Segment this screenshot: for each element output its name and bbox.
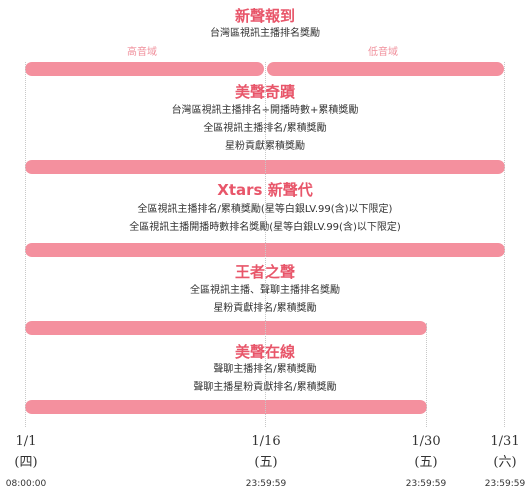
section-desc-line: 全區視訊主播開播時數排名獎勵(星等白銀LV.99(含)以下限定): [129, 222, 401, 233]
timeline-day: (四): [14, 455, 38, 470]
period-bar-low-range: [267, 62, 504, 76]
timeline-day: (五): [254, 455, 278, 470]
timeline-time: 23:59:59: [484, 479, 526, 489]
timeline-date: 1/1: [15, 434, 37, 449]
timeline-date: 1/30: [411, 434, 441, 449]
period-bar-online: [25, 400, 427, 414]
zone-label-high: 高音域: [127, 47, 157, 58]
section-title-new-voice: 新聲報到: [234, 7, 295, 25]
timeline-time: 23:59:59: [245, 479, 287, 489]
timeline-date: 1/16: [251, 434, 281, 449]
timeline-guide-line: [504, 62, 505, 427]
timeline-time: 08:00:00: [5, 479, 47, 489]
timeline-guide-line: [265, 62, 266, 427]
timeline-guide-line: [25, 62, 26, 427]
timeline-guide-line: [426, 323, 427, 427]
timeline-date: 1/31: [490, 434, 520, 449]
section-desc-line: 台灣區視訊主播排名+開播時數+累積獎勵: [171, 105, 359, 116]
section-title-online: 美聲在線: [234, 343, 295, 361]
zone-label-low: 低音域: [368, 47, 398, 58]
timeline-day: (五): [414, 455, 438, 470]
timeline-time: 23:59:59: [405, 479, 447, 489]
period-bar-king: [25, 321, 427, 335]
period-bar-high-range: [25, 62, 264, 76]
timeline-day: (六): [493, 455, 517, 470]
section-desc-line: 台灣區視訊主播排名獎勵: [210, 28, 320, 39]
section-title-king: 王者之聲: [234, 263, 295, 281]
section-title-miracle: 美聲奇蹟: [234, 83, 295, 101]
